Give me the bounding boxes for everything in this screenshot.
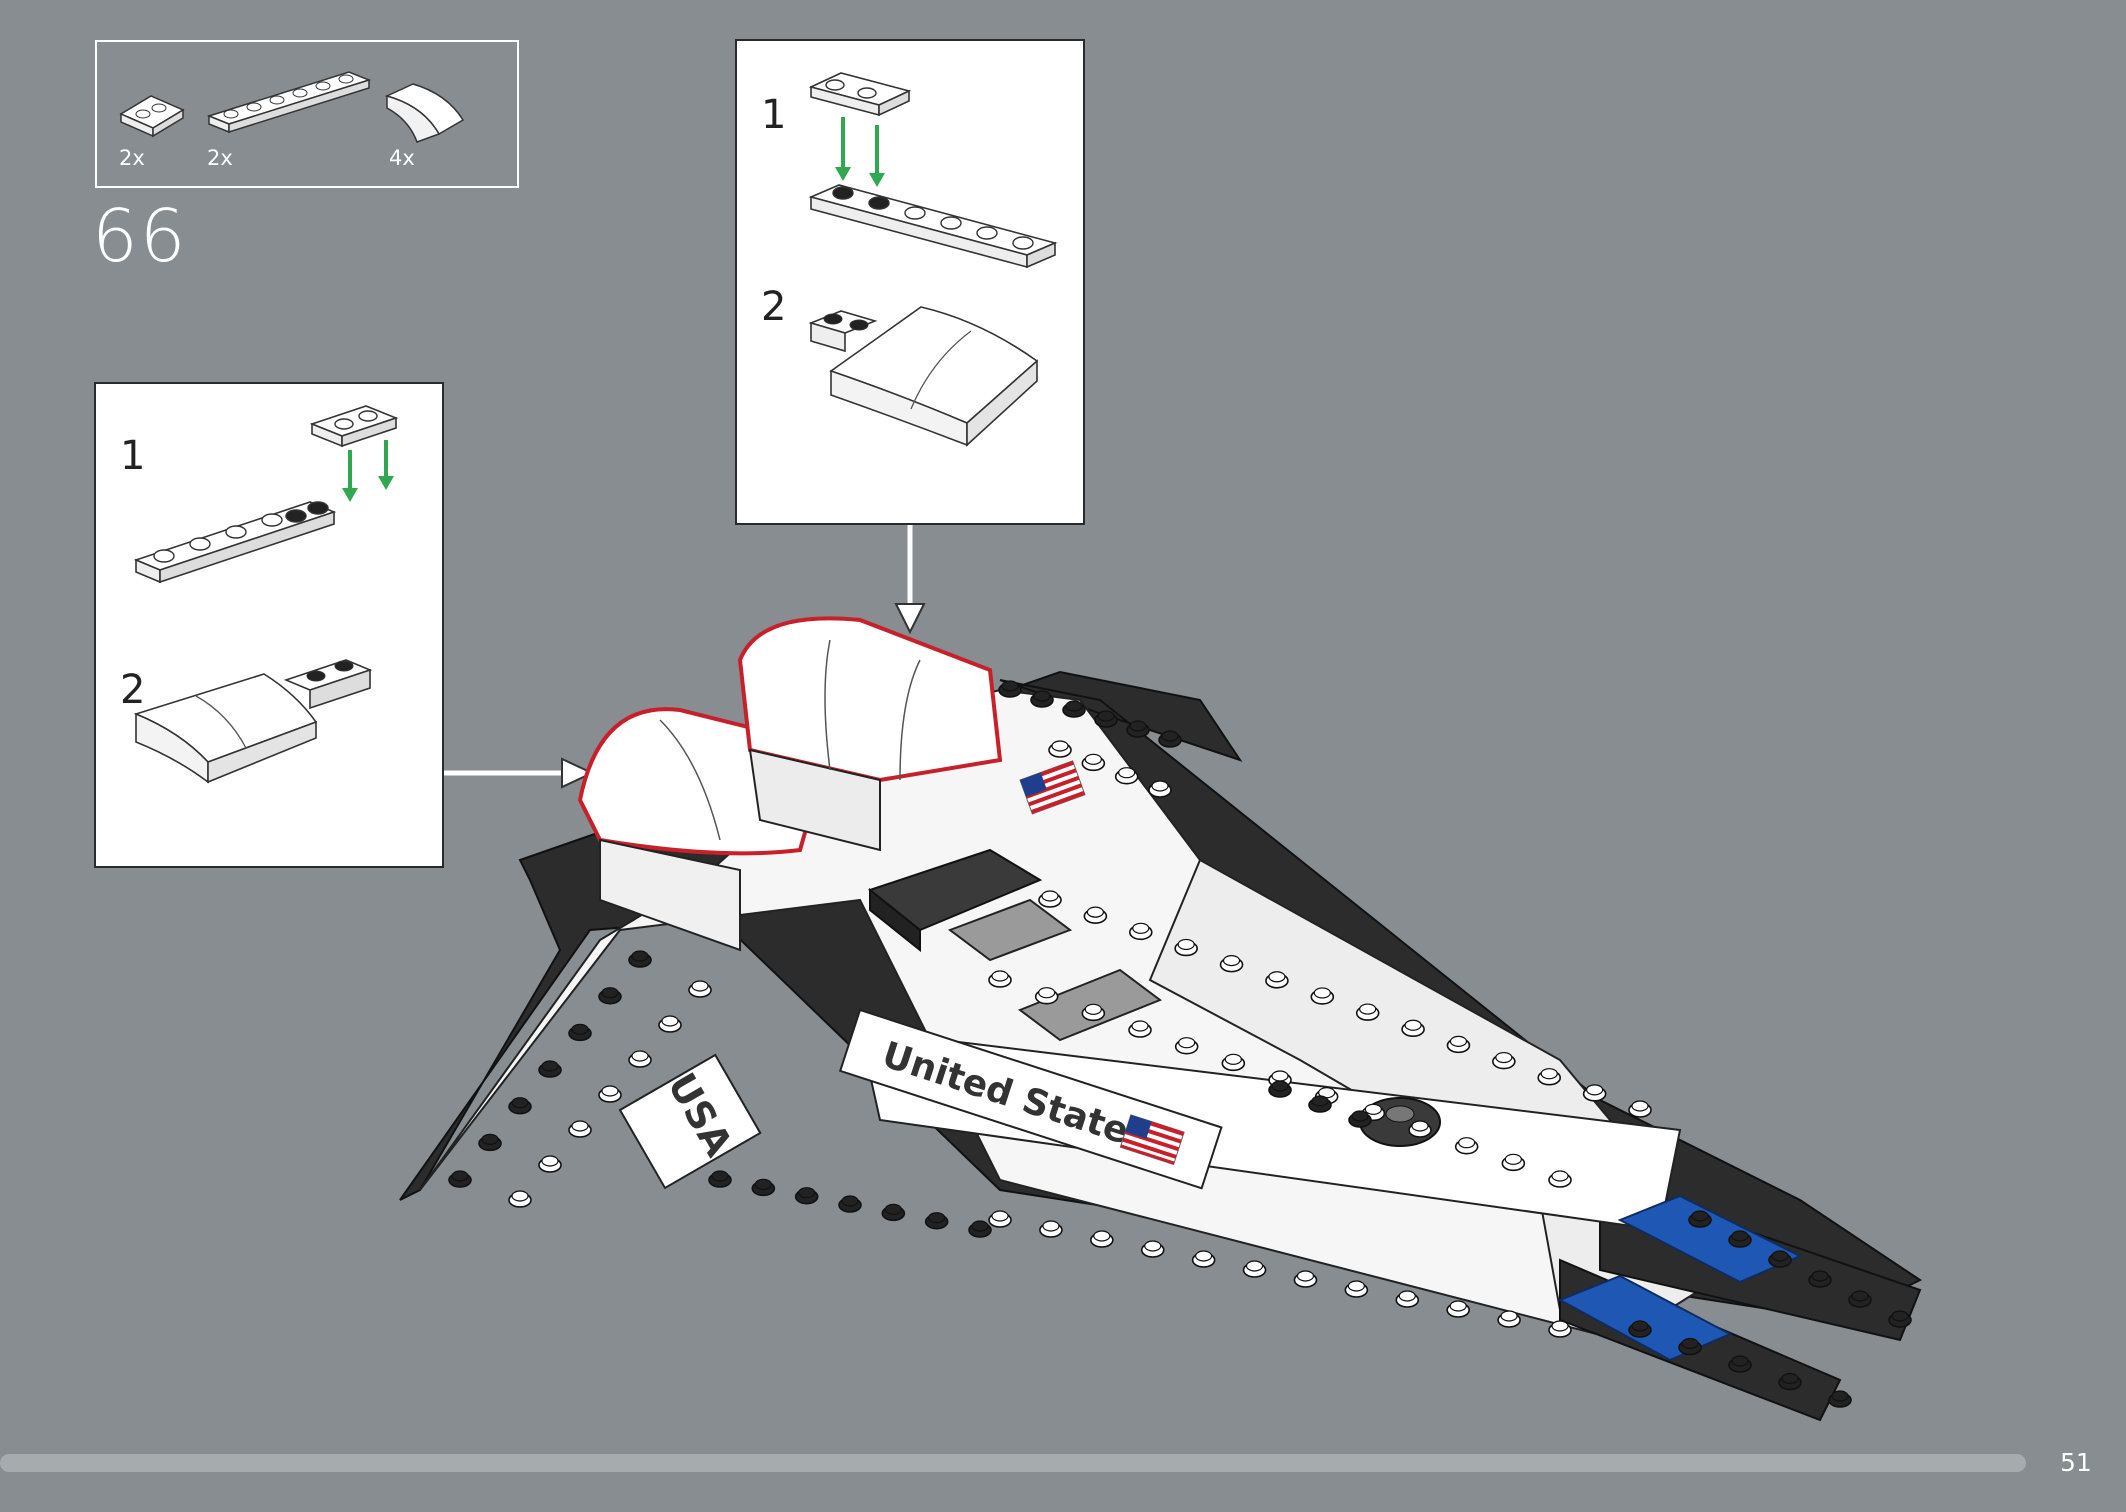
part-plate-1x6 (206, 71, 372, 134)
part-curved-slope (384, 83, 465, 143)
part-quantity: 2x (119, 146, 145, 170)
assembly-arrow-icon (835, 117, 885, 187)
new-parts-highlight (577, 616, 1003, 952)
part-quantity: 4x (389, 146, 415, 170)
parts-illustration (119, 71, 465, 143)
progress-bar (0, 1454, 2026, 1472)
us-flag-icon (1119, 1114, 1185, 1166)
sub-step-number: 2 (761, 284, 787, 330)
sub-assembly-left-drawing (133, 405, 399, 784)
sub-step-number: 1 (120, 433, 146, 479)
sub-step-number: 1 (761, 92, 787, 138)
sub-step-number: 2 (120, 667, 146, 713)
sub-assembly-panel-top: 1 2 (735, 39, 1085, 525)
part-plate-1x2 (119, 95, 185, 138)
stud-group (448, 680, 1912, 1408)
step-number: 66 (92, 194, 188, 278)
part-quantity: 2x (207, 146, 233, 170)
page-number: 51 (2060, 1448, 2092, 1477)
sub-assembly-top-drawing (808, 72, 1058, 447)
assembly-arrow-icon (342, 440, 394, 502)
parts-list-box: 2x 2x 4x (95, 40, 519, 188)
sub-assembly-panel-left: 1 2 (94, 382, 444, 868)
us-flag-icon (1019, 760, 1086, 815)
